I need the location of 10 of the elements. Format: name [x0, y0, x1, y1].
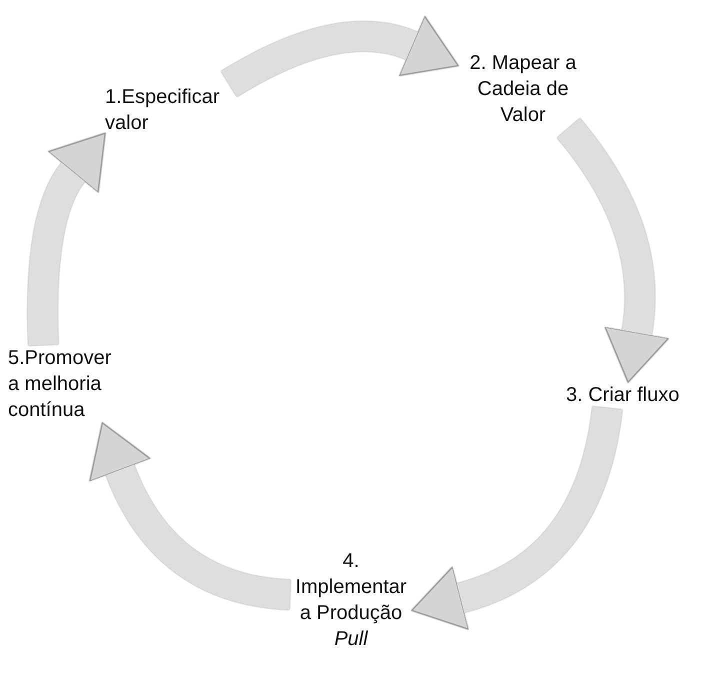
curved-block-arrow: [412, 406, 622, 630]
curved-block-arrow: [28, 130, 104, 346]
curved-block-arrow: [90, 423, 292, 610]
step-label: 3. Criar fluxo: [566, 382, 704, 408]
step-label: 4. Implementar a Produção Pull: [290, 548, 412, 652]
curved-block-arrow: [556, 118, 670, 383]
step-label: 1.Especificar valor: [105, 84, 229, 136]
curved-block-arrow: [221, 15, 460, 97]
step-label: 5.Promover a melhoria contínua: [8, 345, 126, 423]
step-label: 2. Mapear a Cadeia de Valor: [458, 50, 588, 128]
